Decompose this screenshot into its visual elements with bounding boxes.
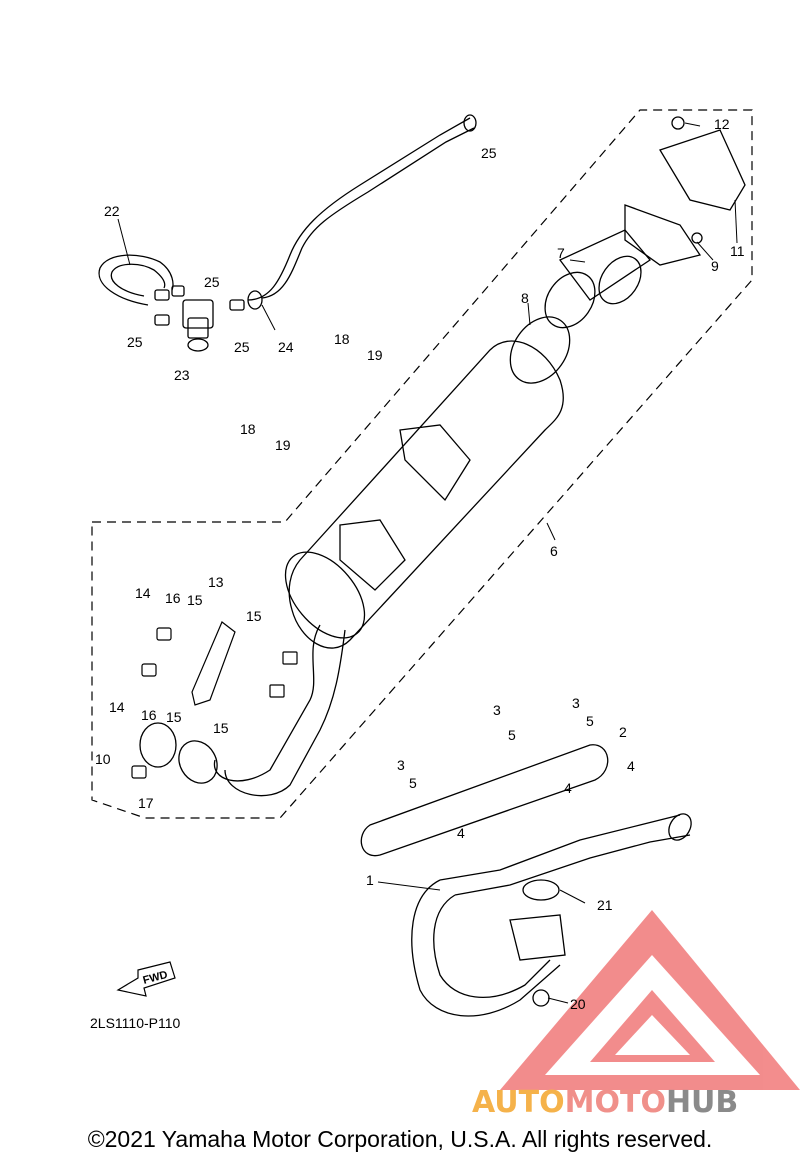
part-label-8: 8: [521, 290, 529, 306]
part-label-2: 2: [619, 724, 627, 740]
part-label-15: 15: [213, 720, 229, 736]
header-pipe: [360, 744, 692, 1017]
part-label-11: 11: [730, 243, 745, 259]
part-label-19: 19: [275, 437, 291, 453]
part-label-19: 19: [367, 347, 383, 363]
leader-lines: [117, 122, 738, 1004]
part-label-5: 5: [409, 775, 417, 791]
bracket-assembly: [131, 621, 298, 779]
copyright-footer: ©2021 Yamaha Motor Corporation, U.S.A. A…: [87, 1126, 713, 1152]
part-label-25: 25: [127, 334, 143, 350]
watermark-text: AUTOMOTOHUB: [472, 1085, 738, 1120]
assembly-boundary: [91, 109, 753, 819]
part-label-16: 16: [165, 590, 181, 606]
part-label-25: 25: [234, 339, 250, 355]
fwd-arrow-icon: FWD: [116, 961, 176, 997]
part-label-16: 16: [141, 707, 157, 723]
watermark-logo: [500, 910, 800, 1090]
part-label-3: 3: [572, 695, 580, 711]
part-label-7: 7: [557, 245, 565, 261]
watermark-part-3: HUB: [666, 1085, 738, 1120]
part-label-24: 24: [278, 339, 294, 355]
muffler-body: [139, 340, 564, 797]
part-label-25: 25: [204, 274, 220, 290]
part-label-9: 9: [711, 258, 719, 274]
watermark-auto: AUTOMOTOHUB: [472, 1085, 738, 1120]
part-label-17: 17: [138, 795, 154, 811]
part-label-4: 4: [627, 758, 635, 774]
part-label-12: 12: [714, 116, 730, 132]
part-label-3: 3: [397, 757, 405, 773]
part-label-1: 1: [366, 872, 374, 888]
part-label-13: 13: [208, 574, 224, 590]
part-label-21: 21: [597, 897, 613, 913]
muffler-end-cap: [509, 116, 746, 384]
part-label-20: 20: [570, 996, 586, 1012]
drawing-code: 2LS1110-P110: [90, 1015, 181, 1031]
part-labels: 1 2 3 3 3 4 4 4 5 5 5 6 7 8 9 10 11 12 1…: [95, 116, 745, 1012]
air-induction-hoses: [98, 114, 477, 352]
part-label-15: 15: [246, 608, 262, 624]
part-label-5: 5: [586, 713, 594, 729]
part-label-18: 18: [334, 331, 350, 347]
part-label-4: 4: [457, 825, 465, 841]
part-label-14: 14: [135, 585, 151, 601]
part-label-18: 18: [240, 421, 256, 437]
watermark-part-2: MOTO: [565, 1085, 666, 1120]
part-label-15: 15: [187, 592, 203, 608]
part-label-10: 10: [95, 751, 111, 767]
part-label-4: 4: [564, 780, 572, 796]
part-label-14: 14: [109, 699, 125, 715]
part-label-3: 3: [493, 702, 501, 718]
part-label-23: 23: [174, 367, 190, 383]
part-label-25: 25: [481, 145, 497, 161]
part-label-22: 22: [104, 203, 120, 219]
watermark-part-1: AUTO: [472, 1085, 565, 1120]
part-label-5: 5: [508, 727, 516, 743]
part-label-15: 15: [166, 709, 182, 725]
part-label-6: 6: [550, 543, 558, 559]
